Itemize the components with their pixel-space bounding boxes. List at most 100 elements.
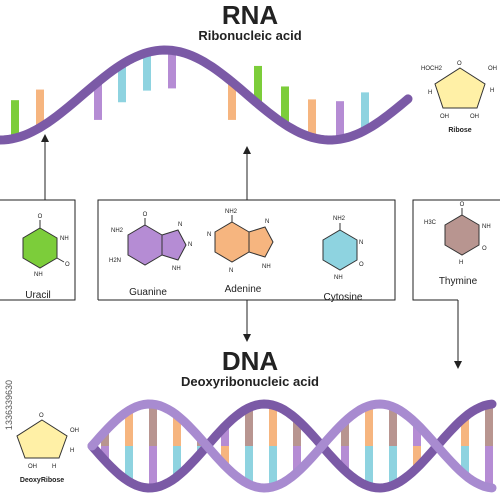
rna-rung bbox=[254, 65, 262, 104]
rna-rung bbox=[281, 86, 289, 125]
guanine-atom-n-right: N bbox=[188, 242, 192, 248]
deoxyribose-atom-h-right: H bbox=[70, 448, 74, 454]
dna-base-lower bbox=[461, 446, 469, 476]
dna-base-upper bbox=[461, 416, 469, 446]
deoxyribose-atom-o: O bbox=[39, 413, 44, 419]
rna-rung bbox=[308, 99, 316, 138]
rna-rung bbox=[143, 52, 151, 91]
ribose-atom-h-right: H bbox=[490, 88, 494, 94]
guanine-atom-n-top: N bbox=[178, 222, 182, 228]
ribose-ring bbox=[434, 67, 486, 109]
guanine-label: Guanine bbox=[129, 287, 167, 298]
dna-base-upper bbox=[269, 405, 277, 446]
ribose-atom-oh-bottom-left: OH bbox=[440, 114, 449, 120]
dna-base-upper bbox=[365, 405, 373, 446]
uracil-atom-nh-right: NH bbox=[60, 236, 69, 242]
arrowheads bbox=[41, 134, 462, 369]
uracil-atom-nh-bottom: NH bbox=[34, 272, 43, 278]
uracil-molecule: O NH O NH bbox=[22, 214, 70, 278]
ribose-atom-h-left: H bbox=[428, 90, 432, 96]
cytosine-molecule: NH2 N O NH bbox=[322, 216, 364, 281]
ribose-atom-hoch2: HOCH2 bbox=[421, 66, 443, 72]
cytosine-ring bbox=[322, 229, 358, 271]
guanine-five-ring bbox=[161, 229, 187, 261]
adenine-molecule: NH2 N N NH N bbox=[207, 209, 274, 274]
dna-base-lower bbox=[149, 446, 157, 488]
thymine-atom-h-bottom: H bbox=[459, 260, 463, 266]
cytosine-label: Cytosine bbox=[324, 292, 363, 303]
dna-title: DNA bbox=[222, 346, 279, 376]
cytosine-atom-n: N bbox=[359, 240, 363, 246]
dna-base-upper bbox=[125, 410, 133, 446]
dna-base-lower bbox=[245, 446, 253, 485]
cytosine-atom-nh2: NH2 bbox=[333, 216, 346, 222]
guanine-atom-o: O bbox=[143, 212, 148, 218]
guanine-molecule: O NH2 H2N N N NH bbox=[109, 212, 192, 272]
rna-backbone bbox=[0, 45, 413, 145]
thymine-atom-o-top: O bbox=[460, 202, 465, 208]
deoxyribose-atom-oh-right: OH bbox=[70, 428, 79, 434]
dna-base-upper bbox=[101, 431, 109, 446]
rna-title: RNA bbox=[222, 0, 279, 30]
adenine-atom-nh2: NH2 bbox=[225, 209, 238, 215]
dna-base-upper bbox=[149, 404, 157, 446]
cytosine-atom-o: O bbox=[359, 262, 364, 268]
thymine-box-outline bbox=[412, 199, 500, 301]
rna-rung bbox=[168, 50, 176, 89]
arrowhead-up-middle bbox=[243, 146, 251, 154]
rna-subtitle: Ribonucleic acid bbox=[198, 28, 301, 43]
dna-base-lower bbox=[365, 446, 373, 487]
dna-base-lower bbox=[413, 446, 421, 468]
guanine-atom-h2n: H2N bbox=[109, 258, 121, 264]
dna-base-lower bbox=[221, 446, 229, 466]
ribose-label: Ribose bbox=[448, 127, 471, 134]
uracil-bond bbox=[56, 257, 65, 263]
dna-base-lower bbox=[269, 446, 277, 487]
arrowhead-up-uracil bbox=[41, 134, 49, 142]
rna-rung bbox=[36, 89, 44, 128]
guanine-atom-nh-bottom: NH bbox=[172, 266, 181, 272]
dna-base-upper bbox=[485, 404, 493, 446]
adenine-six-ring bbox=[214, 221, 250, 263]
dna-base-upper bbox=[293, 419, 301, 446]
dna-base-lower bbox=[485, 446, 493, 488]
ribose-atom-oh-right: OH bbox=[488, 66, 497, 72]
rna-base-rungs bbox=[11, 50, 369, 140]
dna-base-lower bbox=[173, 446, 181, 477]
rna-rung bbox=[336, 101, 344, 140]
adenine-atom-n-left: N bbox=[207, 232, 211, 238]
deoxyribose-ring bbox=[16, 419, 68, 459]
adenine-atom-n-top: N bbox=[265, 219, 269, 225]
uracil-atom-o-top: O bbox=[38, 214, 43, 220]
dna-backbone-strand-2 bbox=[87, 399, 497, 493]
uracil-atom-o-right: O bbox=[65, 262, 70, 268]
dna-base-upper bbox=[389, 406, 397, 446]
dna-subtitle: Deoxyribonucleic acid bbox=[181, 374, 319, 389]
thymine-label: Thymine bbox=[439, 276, 478, 287]
thymine-atom-h3c: H3C bbox=[424, 220, 437, 226]
deoxyribose-label: DeoxyRibose bbox=[20, 477, 64, 484]
uracil-box-outline bbox=[0, 199, 76, 301]
dna-base-lower bbox=[101, 446, 109, 461]
thymine-atom-o-right: O bbox=[482, 246, 487, 252]
ribose-atom-o: O bbox=[457, 61, 462, 67]
thymine-atom-nh: NH bbox=[482, 224, 491, 230]
thymine-ring bbox=[444, 214, 480, 256]
cytosine-atom-nh: NH bbox=[334, 275, 343, 281]
ribose-molecule: HOCH2 O OH H H OH OH bbox=[421, 61, 497, 120]
deoxyribose-atom-h-bottom: H bbox=[52, 464, 56, 470]
deoxyribose-atom-oh-bottom: OH bbox=[28, 464, 37, 470]
deoxyribose-molecule: O OH H OH H bbox=[16, 413, 79, 470]
connectors bbox=[0, 140, 500, 362]
guanine-six-ring bbox=[127, 224, 163, 266]
dna-backbone-strand-1 bbox=[87, 399, 497, 493]
dna-base-upper bbox=[341, 421, 349, 446]
dna-base-lower bbox=[125, 446, 133, 482]
adenine-label: Adenine bbox=[225, 284, 262, 295]
middle-box-outline bbox=[97, 199, 396, 301]
dna-base-lower bbox=[341, 446, 349, 471]
dna-base-lower bbox=[293, 446, 301, 473]
dna-base-lower bbox=[389, 446, 397, 486]
